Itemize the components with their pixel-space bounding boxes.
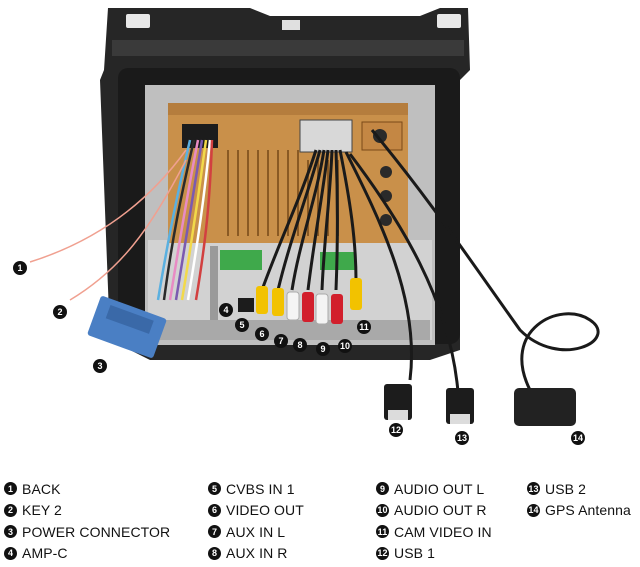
power-connector	[87, 296, 167, 358]
legend-item: 1 BACK	[4, 478, 170, 500]
legend-item: 9 AUDIO OUT L	[376, 478, 492, 500]
head-unit-wiring-illustration: 1 2 3 4 5 6 7 8 9 10 11 12 13 14	[13, 8, 600, 445]
legend-label: AUX IN R	[226, 545, 288, 562]
legend-label: AUX IN L	[226, 523, 286, 540]
legend-label: GPS Antenna	[545, 502, 631, 519]
legend-column-4: 13 USB 2 14 GPS Antenna	[527, 478, 631, 521]
svg-text:5: 5	[239, 320, 244, 330]
amp-c-connector	[238, 298, 254, 312]
number-badge: 8	[208, 546, 221, 560]
wire-harness	[29, 139, 214, 301]
green-terminal-left	[220, 250, 262, 270]
gps-antenna	[514, 388, 576, 426]
legend-item: 13 USB 2	[527, 478, 631, 500]
legend-item: 3 POWER CONNECTOR	[4, 521, 170, 543]
svg-text:13: 13	[457, 433, 467, 443]
legend-item: 12 USB 1	[376, 543, 492, 565]
rca-plugs	[256, 278, 362, 325]
svg-text:1: 1	[17, 263, 22, 273]
number-badge: 7	[208, 525, 221, 539]
number-badge: 5	[208, 482, 221, 496]
legend-label: USB 1	[394, 545, 435, 562]
number-badge: 6	[208, 503, 221, 517]
legend-item: 14 GPS Antenna	[527, 500, 631, 522]
legend-item: 8 AUX IN R	[208, 543, 304, 565]
number-badge: 13	[527, 482, 540, 496]
legend-column-2: 5 CVBS IN 1 6 VIDEO OUT 7 AUX IN L 8 AUX IN …	[208, 478, 304, 564]
svg-text:8: 8	[297, 340, 302, 350]
legend-label: AUDIO OUT L	[394, 480, 485, 497]
number-badge: 14	[527, 503, 540, 517]
svg-text:6: 6	[259, 329, 264, 339]
number-badge: 12	[376, 546, 389, 560]
legend-label: AMP-C	[22, 545, 68, 562]
usb-plug-2-tip	[450, 414, 470, 424]
legend-column-3: 9 AUDIO OUT L 10 AUDIO OUT R 11 CAM VIDEO I…	[376, 478, 492, 564]
rca-cables	[260, 129, 600, 393]
legend-item: 6 VIDEO OUT	[208, 500, 304, 522]
legend-item: 7 AUX IN L	[208, 521, 304, 543]
svg-text:4: 4	[223, 305, 228, 315]
legend-label: USB 2	[545, 480, 586, 497]
svg-text:14: 14	[573, 433, 583, 443]
legend-label: POWER CONNECTOR	[22, 523, 171, 540]
number-badge: 2	[4, 503, 17, 517]
svg-text:3: 3	[97, 361, 102, 371]
svg-text:12: 12	[391, 425, 401, 435]
svg-text:7: 7	[278, 336, 283, 346]
number-badge: 11	[376, 525, 389, 539]
callout-markers: 1 2 3 4 5 6 7 8 9 10 11 12 13 14	[13, 261, 585, 445]
legend-item: 2 KEY 2	[4, 500, 170, 522]
legend-item: 10 AUDIO OUT R	[376, 500, 492, 522]
legend-label: AUDIO OUT R	[394, 502, 487, 519]
legend-column-1: 1 BACK 2 KEY 2 3 POWER CONNECTOR 4 AMP-C	[4, 478, 170, 564]
number-badge: 1	[4, 482, 17, 496]
usb-plug-1-tip	[388, 410, 408, 420]
number-badge: 9	[376, 482, 389, 496]
legend-label: CVBS IN 1	[226, 480, 295, 497]
svg-text:2: 2	[57, 307, 62, 317]
legend-label: BACK	[22, 480, 61, 497]
number-badge: 3	[4, 525, 17, 539]
number-badge: 4	[4, 546, 17, 560]
svg-text:10: 10	[340, 341, 350, 351]
legend-label: KEY 2	[22, 502, 62, 519]
legend-item: 11 CAM VIDEO IN	[376, 521, 492, 543]
legend-label: CAM VIDEO IN	[394, 523, 492, 540]
number-badge: 10	[376, 503, 389, 517]
port-legend: 1 BACK 2 KEY 2 3 POWER CONNECTOR 4 AMP-C 5 CV…	[0, 478, 640, 567]
legend-item: 5 CVBS IN 1	[208, 478, 304, 500]
svg-text:11: 11	[359, 322, 369, 332]
legend-item: 4 AMP-C	[4, 543, 170, 565]
legend-label: VIDEO OUT	[226, 502, 304, 519]
svg-text:9: 9	[320, 344, 325, 354]
